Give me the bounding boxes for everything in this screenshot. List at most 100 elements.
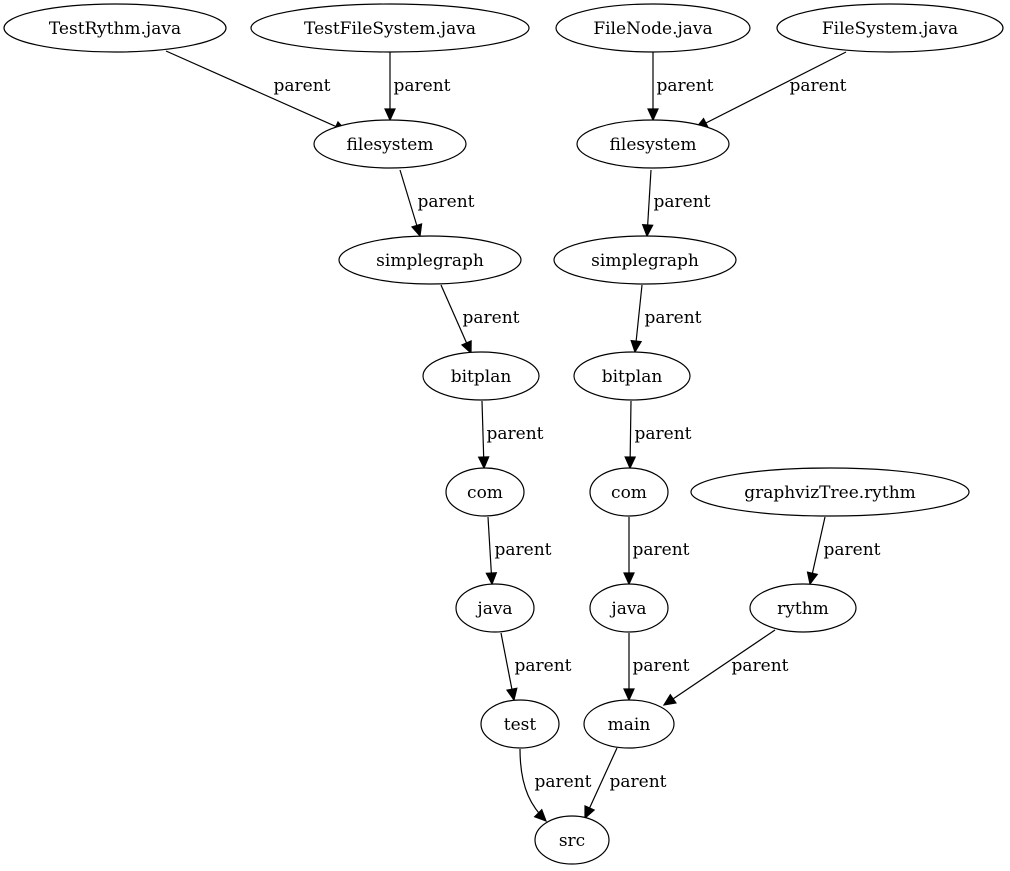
node-ellipse	[690, 467, 970, 517]
node-ellipse	[422, 351, 540, 401]
node-ellipse	[445, 467, 525, 517]
node-ellipse	[589, 467, 669, 517]
edge-label: parent	[790, 76, 847, 96]
edge-n18-to-n19: parent	[584, 747, 667, 820]
arrowhead-icon	[623, 572, 635, 586]
node-src: src	[534, 815, 610, 865]
node-testfilesystem-java: TestFileSystem.java	[250, 3, 530, 53]
arrowhead-icon	[641, 224, 654, 238]
edge-line	[440, 284, 472, 354]
node-graphviztree-rythm: graphvizTree.rythm	[690, 467, 970, 517]
node-filesystem: filesystem	[576, 119, 730, 169]
node-ellipse	[3, 3, 227, 53]
arrowhead-icon	[623, 688, 635, 702]
node-label: com	[467, 483, 503, 503]
edge-n10-to-n12: parent	[624, 400, 692, 470]
node-label: java	[475, 599, 512, 619]
edge-label: parent	[732, 656, 789, 676]
edge-n13-to-n16: parent	[806, 516, 881, 586]
edge-label: parent	[274, 76, 331, 96]
arrowhead-icon	[584, 804, 596, 820]
node-label: src	[559, 831, 585, 851]
edge-label: parent	[463, 308, 520, 328]
node-label: FileSystem.java	[822, 19, 958, 39]
edge-n3-to-n6: parent	[647, 52, 714, 122]
edge-line	[663, 629, 776, 706]
node-filesystem: filesystem	[313, 119, 467, 169]
node-com: com	[445, 467, 525, 517]
node-label: graphvizTree.rythm	[744, 483, 916, 503]
nodes-layer: TestRythm.java TestFileSystem.java FileNod…	[3, 3, 1004, 865]
node-label: com	[611, 483, 647, 503]
node-label: simplegraph	[376, 251, 484, 271]
edge-n9-to-n11: parent	[477, 400, 544, 470]
edge-n17-to-n19: parent	[519, 748, 592, 823]
edge-label: parent	[633, 656, 690, 676]
node-ellipse	[534, 815, 610, 865]
edge-n2-to-n5: parent	[384, 52, 451, 122]
arrowhead-icon	[533, 808, 548, 823]
node-ellipse	[576, 119, 730, 169]
arrowhead-icon	[630, 339, 643, 354]
node-label: bitplan	[602, 367, 663, 387]
node-label: FileNode.java	[593, 19, 712, 39]
node-ellipse	[776, 3, 1004, 53]
edge-n4-to-n6: parent	[694, 51, 847, 129]
node-simplegraph: simplegraph	[553, 235, 737, 285]
node-com: com	[589, 467, 669, 517]
arrowhead-icon	[662, 693, 677, 706]
edge-label: parent	[645, 308, 702, 328]
node-label: rythm	[777, 599, 829, 619]
node-ellipse	[555, 3, 751, 53]
node-label: test	[504, 715, 537, 735]
node-ellipse	[250, 3, 530, 53]
edge-label: parent	[654, 192, 711, 212]
node-ellipse	[583, 699, 675, 749]
node-label: filesystem	[610, 135, 697, 155]
node-ellipse	[589, 583, 669, 633]
arrowhead-icon	[410, 223, 423, 238]
edge-label: parent	[610, 772, 667, 792]
edge-n15-to-n18: parent	[623, 633, 690, 702]
node-label: TestRythm.java	[49, 19, 181, 39]
node-ellipse	[480, 699, 560, 749]
edge-line	[584, 747, 618, 819]
node-java: java	[455, 583, 535, 633]
arrowhead-icon	[806, 571, 819, 586]
node-label: simplegraph	[591, 251, 699, 271]
edge-n7-to-n9: parent	[440, 284, 520, 355]
node-label: TestFileSystem.java	[304, 19, 476, 39]
edge-n16-to-n18: parent	[662, 629, 789, 706]
arrowhead-icon	[505, 687, 518, 702]
arrowhead-icon	[485, 572, 498, 586]
arrowhead-icon	[647, 108, 659, 122]
arrowhead-icon	[384, 108, 396, 122]
node-filesystem-java: FileSystem.java	[776, 3, 1004, 53]
node-ellipse	[553, 235, 737, 285]
edge-label: parent	[824, 540, 881, 560]
node-ellipse	[573, 351, 691, 401]
edge-label: parent	[515, 656, 572, 676]
edge-n5-to-n7: parent	[399, 169, 475, 238]
edge-label: parent	[657, 76, 714, 96]
arrowhead-icon	[477, 456, 490, 470]
edge-n1-to-n5: parent	[165, 50, 348, 132]
node-testrythm-java: TestRythm.java	[3, 3, 227, 53]
edge-label: parent	[418, 192, 475, 212]
node-java: java	[589, 583, 669, 633]
arrowhead-icon	[460, 339, 472, 355]
edge-label: parent	[394, 76, 451, 96]
node-main: main	[583, 699, 675, 749]
edge-label: parent	[633, 540, 690, 560]
node-label: filesystem	[347, 135, 434, 155]
node-ellipse	[455, 583, 535, 633]
node-ellipse	[338, 235, 522, 285]
arrowhead-icon	[624, 456, 637, 470]
node-label: bitplan	[451, 367, 512, 387]
edge-line	[695, 51, 847, 129]
node-simplegraph: simplegraph	[338, 235, 522, 285]
node-filenode-java: FileNode.java	[555, 3, 751, 53]
node-test: test	[480, 699, 560, 749]
edge-n6-to-n8: parent	[641, 169, 711, 238]
